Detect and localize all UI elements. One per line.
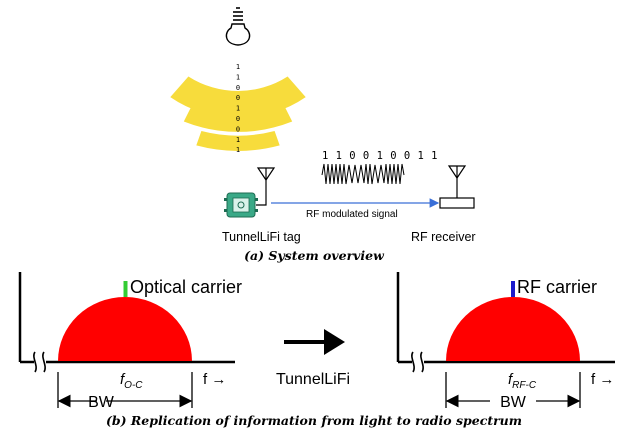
light-bit: 0 bbox=[236, 94, 240, 102]
light-bit: 1 bbox=[236, 136, 240, 144]
rf-link-label: RF modulated signal bbox=[306, 209, 398, 220]
right-bandwidth-label: BW bbox=[500, 394, 527, 411]
light-bit: 0 bbox=[236, 125, 240, 133]
signal-bit-sequence: 1 1 0 0 1 0 0 1 1 bbox=[322, 150, 438, 162]
optical-carrier-marker bbox=[123, 281, 128, 297]
left-frequency-axis-label: f → bbox=[203, 371, 226, 388]
light-bit: 1 bbox=[236, 146, 240, 154]
right-axis-break bbox=[411, 351, 424, 373]
rf-spectrum-plot: RF carrier fRF-C f → BW bbox=[396, 272, 615, 411]
caption-system-overview: (a) System overview bbox=[244, 248, 385, 263]
light-bit: 1 bbox=[236, 63, 240, 71]
modulated-signal-waveform bbox=[321, 163, 405, 185]
left-axis-break bbox=[33, 351, 46, 373]
transform-label: TunnelLiFi bbox=[276, 371, 350, 388]
transform-arrow-icon bbox=[324, 329, 345, 355]
tunnellifi-tag-icon bbox=[224, 192, 258, 218]
rf-receiver-icon bbox=[439, 165, 475, 209]
caption-spectrum-replication: (b) Replication of information from ligh… bbox=[106, 413, 522, 428]
receiver-label: RF receiver bbox=[411, 230, 476, 244]
left-bandwidth-label: BW bbox=[88, 394, 115, 411]
light-bit: 0 bbox=[236, 84, 240, 92]
tag-antenna-icon bbox=[256, 167, 276, 206]
rf-signal-spectrum bbox=[446, 297, 580, 361]
light-bit: 1 bbox=[236, 73, 240, 81]
rf-carrier-marker bbox=[511, 281, 515, 297]
light-bit: 0 bbox=[236, 115, 240, 123]
tag-label: TunnelLiFi tag bbox=[222, 230, 301, 244]
light-bulb-icon bbox=[225, 7, 251, 46]
light-band-middle bbox=[183, 105, 293, 132]
rf-carrier-frequency: fRF-C bbox=[508, 371, 537, 391]
right-frequency-axis-label: f → bbox=[591, 371, 614, 388]
light-band-inner bbox=[196, 131, 280, 151]
light-band-outer bbox=[170, 76, 306, 119]
optical-carrier-frequency: fO-C bbox=[120, 371, 143, 391]
optical-signal-spectrum bbox=[58, 297, 192, 361]
tunnellifi-transform: TunnelLiFi bbox=[276, 329, 350, 388]
light-bit-sequence: 1 1 0 0 1 0 0 1 1 bbox=[236, 63, 240, 154]
light-bit: 1 bbox=[236, 105, 240, 113]
optical-carrier-label: Optical carrier bbox=[130, 277, 242, 297]
optical-spectrum-plot: Optical carrier fO-C f → BW bbox=[18, 272, 242, 411]
light-beam bbox=[170, 76, 306, 151]
rf-carrier-label: RF carrier bbox=[517, 277, 597, 297]
